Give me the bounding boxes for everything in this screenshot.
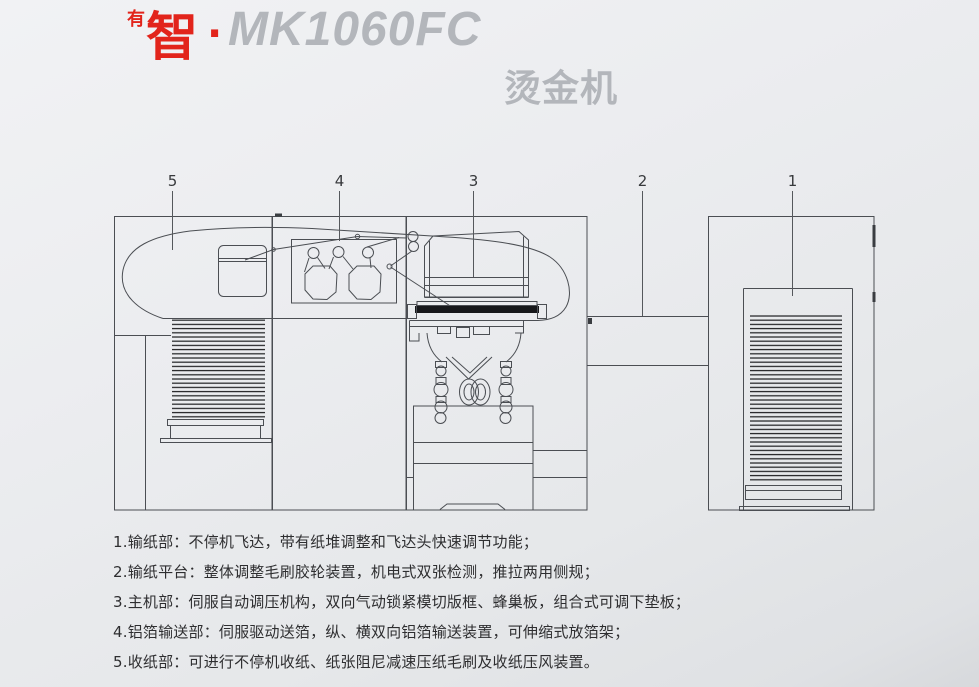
feature-description-5: 5.收纸部：可进行不停机收纸、纸张阻尼减速压纸毛刷及收纸压风装置。 — [113, 653, 599, 671]
press-head — [424, 230, 529, 298]
foil-web-path — [304, 237, 400, 273]
bridge-seam-mark — [588, 318, 592, 324]
press-base — [413, 405, 534, 511]
press-platen — [415, 306, 539, 313]
product-type-title: 烫金机 — [504, 67, 618, 110]
part-label-4: 4 — [335, 172, 345, 190]
entry-roller — [407, 231, 419, 242]
crank-rings — [459, 378, 491, 406]
feature-description-2: 2.输纸平台：整体调整毛刷胶轮装置，机电式双张检测，推拉两用侧规； — [113, 563, 599, 581]
toggle-column-right — [498, 361, 514, 424]
feature-description-list: 1.输纸部：不停机飞达，带有纸堆调整和飞达头快速调节功能； 2.输纸平台：整体调… — [113, 527, 873, 677]
foil-roll-right — [348, 265, 382, 301]
paper-stack-delivery — [172, 318, 265, 419]
hinge-mark — [872, 225, 876, 247]
guide-roller — [362, 246, 374, 259]
part-number-labels: 5 4 3 2 1 — [168, 172, 798, 190]
leader-lines — [172, 191, 793, 316]
feeder-unit — [708, 216, 876, 511]
brand-prefix-char: 有 — [127, 9, 145, 30]
model-title: MK1060FC — [228, 3, 482, 56]
guide-roller — [332, 246, 345, 258]
web-pulley — [354, 233, 361, 240]
entry-roller — [408, 241, 419, 252]
part-label-5: 5 — [168, 172, 178, 190]
chase-bracket — [409, 320, 524, 342]
hood-outline — [121, 226, 570, 321]
feature-description-1: 1.输纸部：不停机飞达，带有纸堆调整和飞达头快速调节功能； — [113, 533, 539, 551]
paper-stack-feeder — [750, 313, 842, 483]
delivery-unit — [114, 216, 273, 511]
feed-platform-bridge — [587, 316, 708, 366]
hinge-mark — [872, 292, 876, 302]
delivery-stack-platform — [160, 419, 272, 443]
brand-separator-dot: · — [207, 11, 223, 57]
part-label-2: 2 — [638, 172, 648, 190]
feeder-stack-platform — [739, 485, 850, 511]
feature-description-3: 3.主机部：伺服自动调压机构，双向气动锁紧模切版框、蜂巢板，组合式可调下垫板； — [113, 593, 691, 611]
toggle-column-left — [433, 361, 449, 424]
part-label-1: 1 — [788, 172, 798, 190]
foil-roll-left — [304, 265, 338, 301]
web-pulley — [271, 247, 276, 252]
guide-roller — [307, 247, 320, 259]
feature-description-4: 4.铝箔输送部：伺服驱动送箔，纵、横双向铝箔输送装置，可伸缩式放箔架； — [113, 623, 630, 641]
web-pulley — [386, 263, 393, 270]
brand-logo-char: 智 — [146, 8, 199, 68]
delivery-panel — [218, 245, 267, 297]
main-unit — [406, 216, 588, 511]
foil-web-rail — [244, 235, 408, 261]
top-seam-mark — [275, 213, 282, 217]
part-label-3: 3 — [469, 172, 479, 190]
